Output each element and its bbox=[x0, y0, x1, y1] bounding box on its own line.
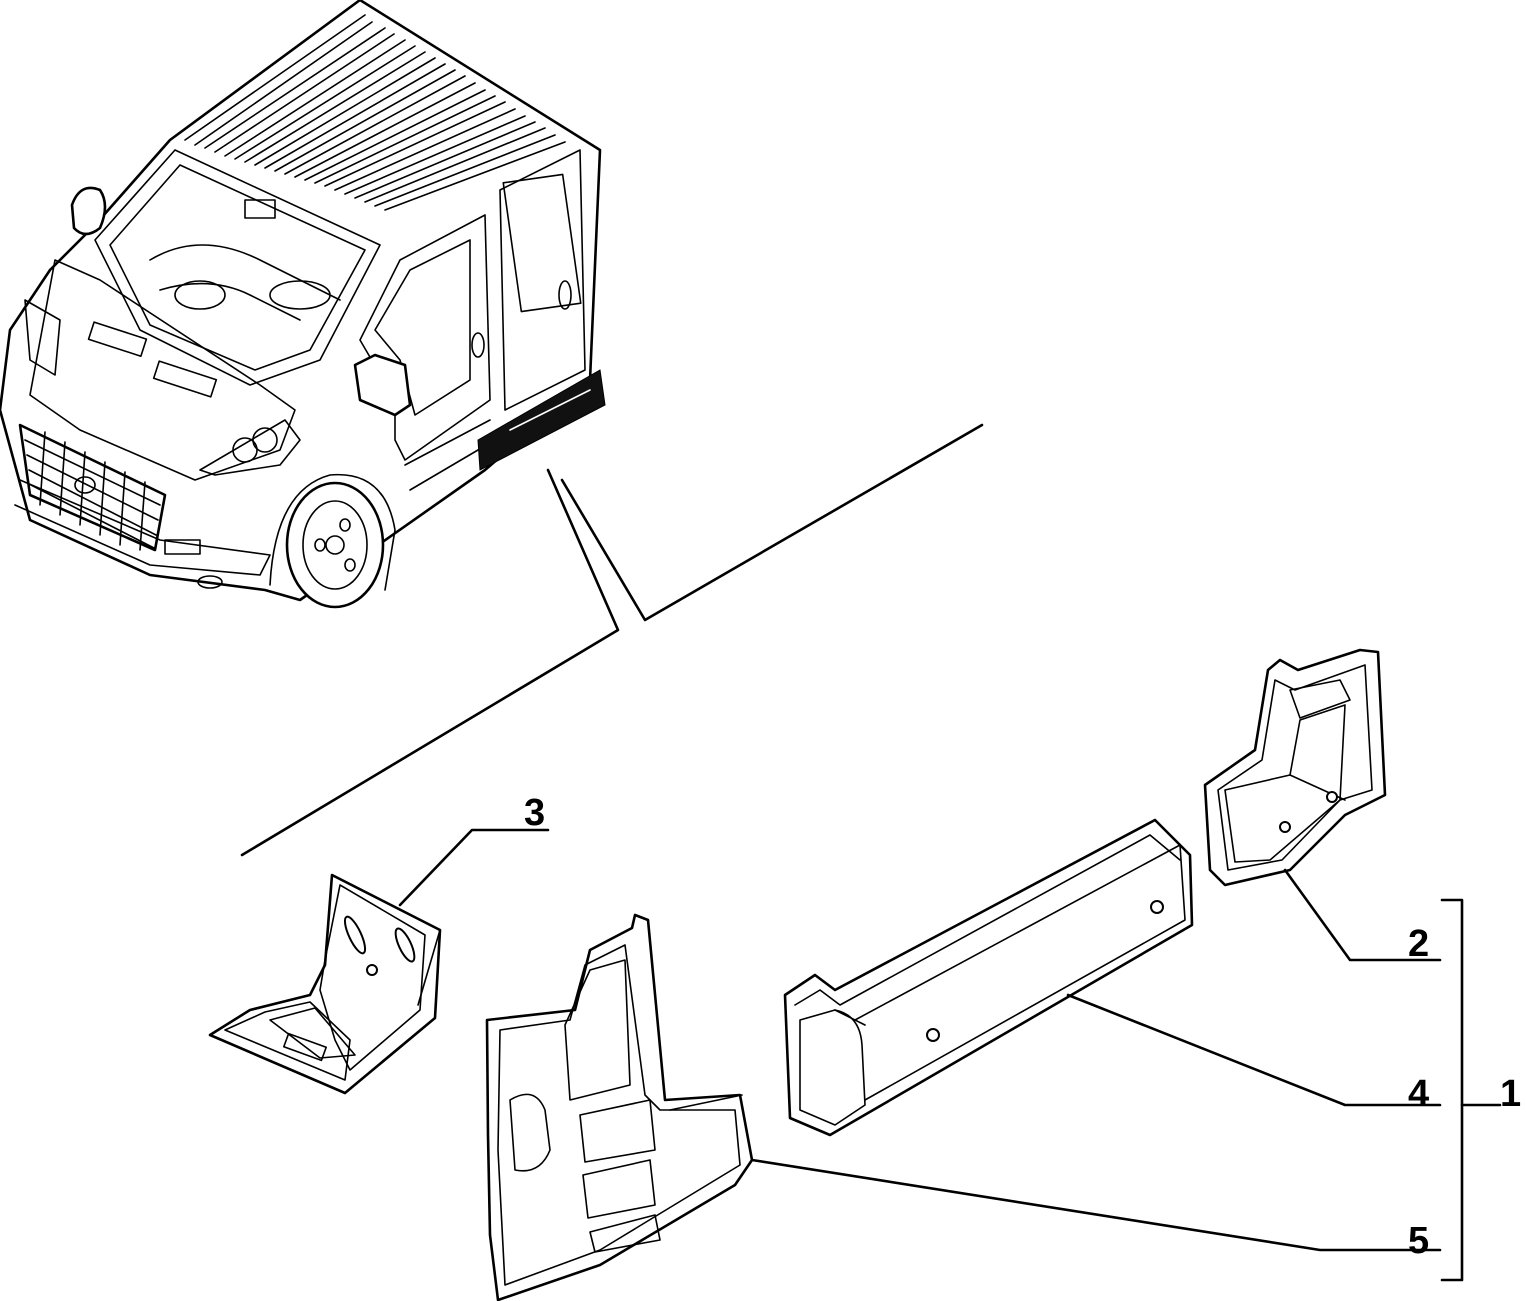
callout-leaders bbox=[398, 828, 1502, 1282]
part-2-pillar bbox=[1203, 648, 1387, 887]
roof-ribs bbox=[184, 14, 566, 211]
callout-label-1: 1 bbox=[1500, 1073, 1521, 1115]
explode-leader-lines bbox=[240, 423, 984, 857]
callout-label-5: 5 bbox=[1408, 1220, 1429, 1262]
callout-label-3: 3 bbox=[524, 792, 545, 834]
van-illustration bbox=[0, 0, 606, 609]
callout-label-2: 2 bbox=[1408, 923, 1429, 965]
grille-lines bbox=[24, 431, 161, 551]
part-3-bracket bbox=[208, 873, 442, 1095]
callout-label-4: 4 bbox=[1408, 1073, 1429, 1115]
part-5-panel bbox=[485, 913, 754, 1301]
part-4-rail bbox=[783, 818, 1194, 1137]
